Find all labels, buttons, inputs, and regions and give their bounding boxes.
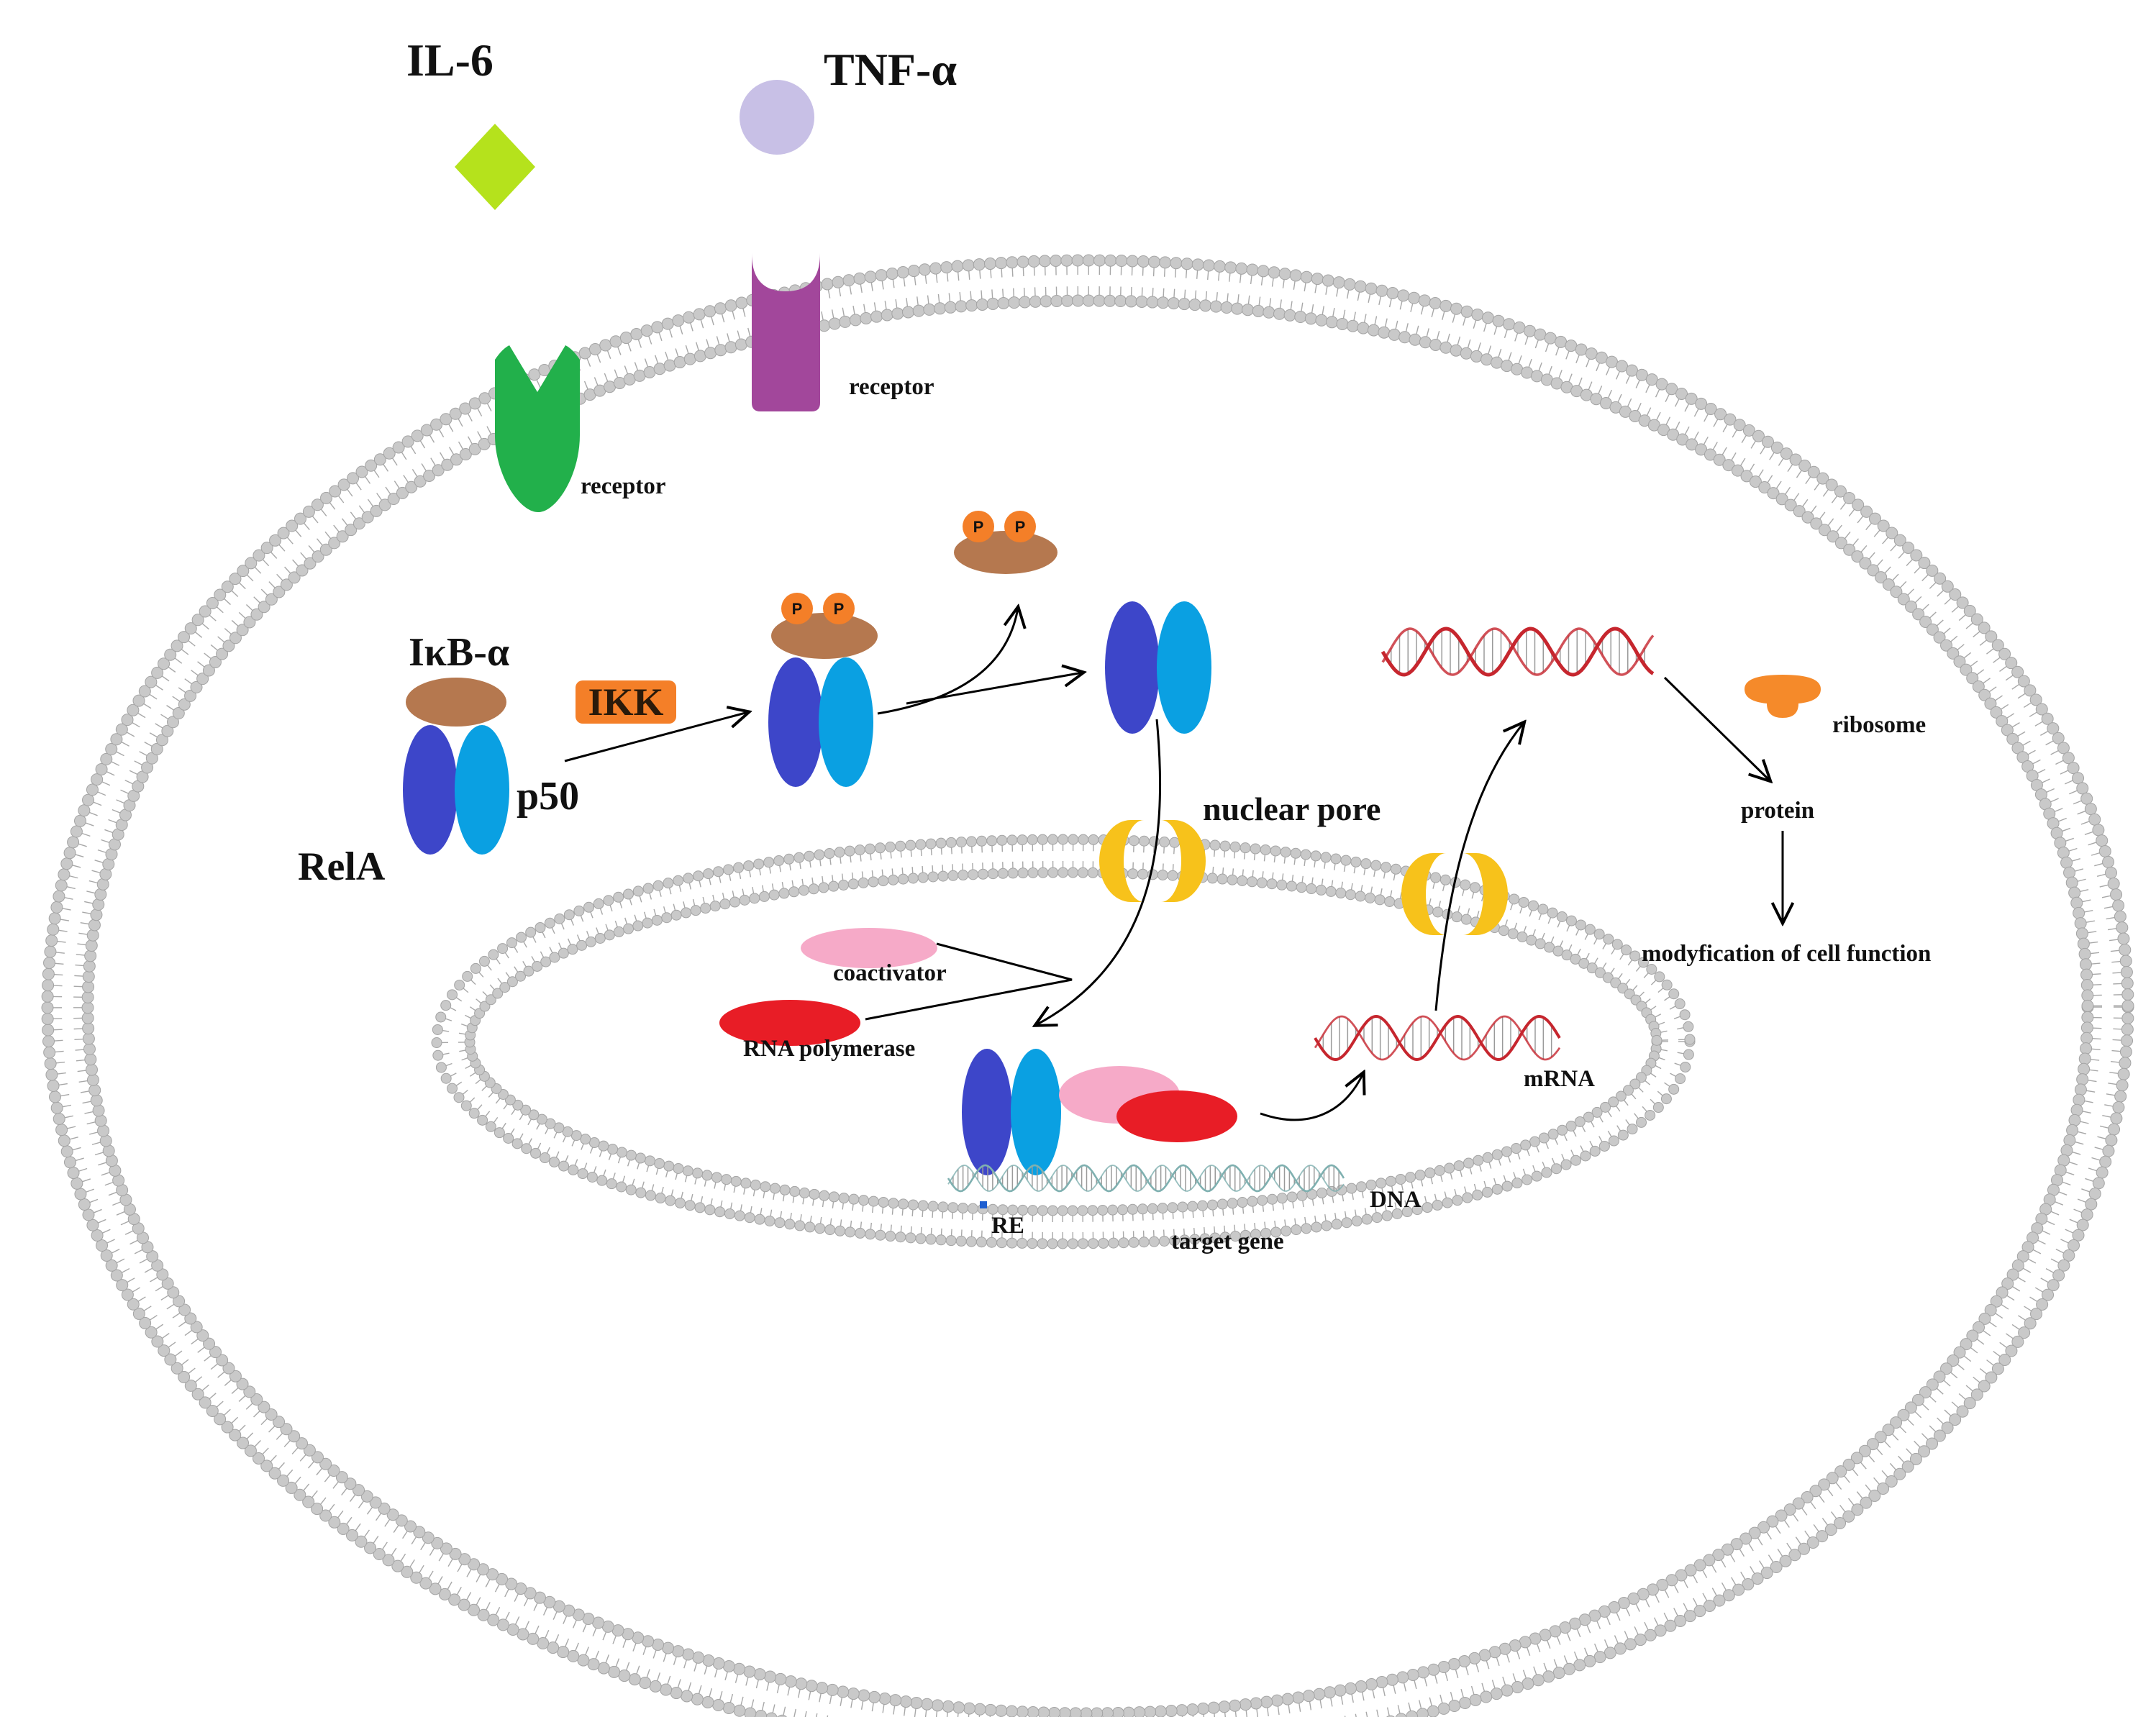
ikk-box <box>576 680 676 724</box>
coactivator-shape <box>801 928 937 968</box>
arrow-nuclear-import <box>1036 719 1162 1025</box>
p50-subunit-free <box>1157 601 1211 734</box>
p50-subunit-phospho <box>819 657 873 787</box>
phosphate-icon <box>781 593 813 624</box>
cell-function-label: modyfication of cell function <box>1642 941 1931 967</box>
phosphate-label: P <box>973 518 984 536</box>
phosphate-label: P <box>834 600 845 618</box>
rela-subunit-nuclear <box>962 1049 1012 1175</box>
phosphate-icon <box>963 511 994 542</box>
arrow-translation <box>1663 676 1770 780</box>
rela-subunit <box>403 725 458 855</box>
rna-polymerase-shape <box>719 1000 860 1046</box>
arrow-ikb-release <box>877 608 1018 715</box>
tnf-ligand-circle <box>740 80 814 155</box>
nuclear-pore-right <box>1401 853 1508 935</box>
rela-subunit-phospho <box>768 657 823 787</box>
rna-polymerase-label: RNA polymerase <box>743 1036 915 1062</box>
ribosome-label: ribosome <box>1832 712 1926 738</box>
tnf-receptor-label: receptor <box>849 374 934 400</box>
coactivator-label: coactivator <box>833 960 947 986</box>
nuclear-pore-left <box>1099 820 1206 902</box>
tnf-label: TNF-α <box>824 44 957 95</box>
nuclear-membrane <box>431 834 1696 1249</box>
il6-receptor <box>495 345 580 512</box>
ikb-alpha-shape <box>406 678 506 727</box>
mrna-cytoplasmic <box>1381 627 1655 677</box>
phosphate-label: P <box>792 600 803 618</box>
p50-subunit-nuclear <box>1011 1049 1061 1175</box>
ikk-label: IKK <box>588 680 663 724</box>
ribosome-shape <box>1745 675 1821 718</box>
il6-ligand-diamond <box>455 124 535 210</box>
mrna-label: mRNA <box>1524 1066 1595 1092</box>
phosphate-label: P <box>1015 518 1026 536</box>
tnf-receptor <box>752 253 820 411</box>
arrow-to-free-dimer <box>906 673 1083 705</box>
phosphate-icon <box>1004 511 1036 542</box>
re-label: RE <box>991 1213 1024 1239</box>
protein-label: protein <box>1741 798 1814 824</box>
arrow-recruit-line <box>865 942 1073 1021</box>
arrow-mrna-export <box>1434 723 1524 1011</box>
p50-label: p50 <box>517 774 579 819</box>
dna-helix <box>947 1164 1345 1193</box>
ikb-label: IκB-α <box>409 630 509 675</box>
rela-subunit-free <box>1105 601 1160 734</box>
rna-polymerase-bound <box>1116 1090 1237 1142</box>
arrow-ikk-phosphorylation <box>564 712 748 762</box>
response-element-mark <box>980 1201 987 1208</box>
arrow-transcription <box>1260 1073 1363 1121</box>
il6-receptor-label: receptor <box>581 473 665 499</box>
nuclear-pore-label: nuclear pore <box>1203 791 1381 827</box>
rela-label: RelA <box>298 844 386 889</box>
phosphate-icon <box>823 593 855 624</box>
mrna-nuclear <box>1314 1014 1561 1062</box>
cell-membrane <box>41 254 2134 1717</box>
phospho-ikb-shape <box>771 613 878 659</box>
p50-subunit <box>455 725 509 855</box>
dna-label: DNA <box>1370 1187 1422 1213</box>
il6-label: IL-6 <box>406 35 493 86</box>
target-gene-label: target gene <box>1171 1229 1284 1254</box>
